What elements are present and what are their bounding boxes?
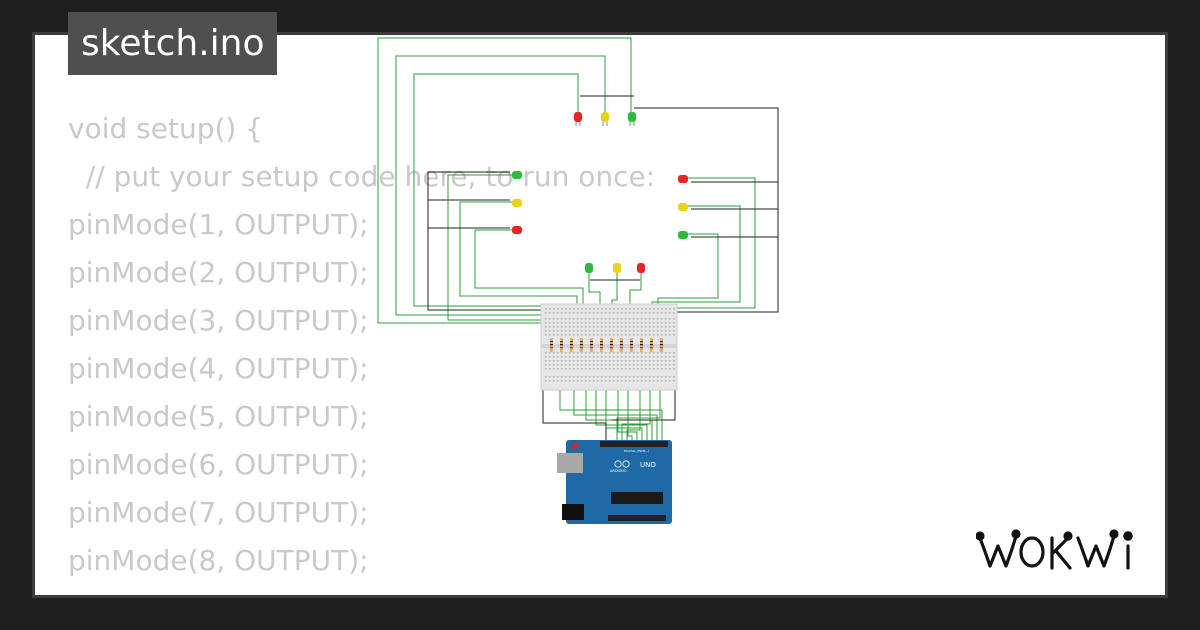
atmega-chip: [611, 492, 663, 504]
resistor: [560, 338, 563, 352]
code-line: void setup() {: [68, 112, 264, 145]
resistor: [630, 338, 633, 352]
led-yellow-bottom[interactable]: [613, 263, 621, 273]
resistor: [660, 338, 663, 352]
board-name: UNO: [640, 461, 656, 469]
led-red-right[interactable]: [678, 175, 688, 183]
led-green-left[interactable]: [512, 171, 522, 179]
led-yellow-top[interactable]: [601, 112, 609, 126]
usb-port: [557, 453, 583, 473]
leds: [512, 112, 688, 273]
resistor: [620, 338, 623, 352]
resistor: [650, 338, 653, 352]
led-yellow-right[interactable]: [678, 203, 688, 211]
led-green-right[interactable]: [678, 231, 688, 239]
resistor: [610, 338, 613, 352]
resistor: [580, 338, 583, 352]
board-brand: ARDUINO: [610, 469, 627, 473]
header-label: DIGITAL (PWM~): [624, 449, 649, 453]
wokwi-logo: [976, 524, 1152, 576]
code-line: pinMode(1, OUTPUT);: [68, 208, 369, 241]
code-line: pinMode(4, OUTPUT);: [68, 352, 369, 385]
resistors: [550, 338, 663, 352]
led-green-top[interactable]: [628, 112, 636, 126]
wokwi-logo-icon: [976, 529, 1133, 570]
code-line: pinMode(9, OUTPUT);: [68, 585, 655, 595]
code-line: pinMode(3, OUTPUT);: [68, 304, 369, 337]
code-line: pinMode(8, OUTPUT);: [68, 544, 369, 577]
file-tab[interactable]: sketch.ino: [68, 12, 278, 75]
arduino-logo-icon: [614, 460, 622, 468]
resistor: [570, 338, 573, 352]
code-line: // put your setup code here, to run once…: [68, 160, 656, 193]
led-red-left[interactable]: [512, 226, 522, 234]
led-red-bottom[interactable]: [637, 263, 645, 273]
resistor: [590, 338, 593, 352]
power-jack: [562, 504, 584, 520]
code-line: pinMode(2, OUTPUT);: [68, 256, 369, 289]
resistor: [640, 338, 643, 352]
led-green-bottom[interactable]: [585, 263, 593, 273]
resistor: [550, 338, 553, 352]
code-line: pinMode(6, OUTPUT);: [68, 448, 369, 481]
code-line: pinMode(5, OUTPUT);: [68, 400, 369, 433]
led-yellow-left[interactable]: [512, 199, 522, 207]
arduino-uno-board[interactable]: DIGITAL (PWM~) UNO ARDUINO: [557, 440, 672, 524]
breadboard[interactable]: [540, 303, 678, 391]
reset-button[interactable]: [572, 443, 578, 449]
code-line: pinMode(7, OUTPUT);: [68, 496, 369, 529]
led-red-top[interactable]: [574, 112, 582, 126]
code-preview: void setup() { // put your setup code he…: [68, 105, 656, 595]
resistor: [600, 338, 603, 352]
analog-header: [608, 515, 666, 521]
digital-header: [600, 441, 668, 447]
